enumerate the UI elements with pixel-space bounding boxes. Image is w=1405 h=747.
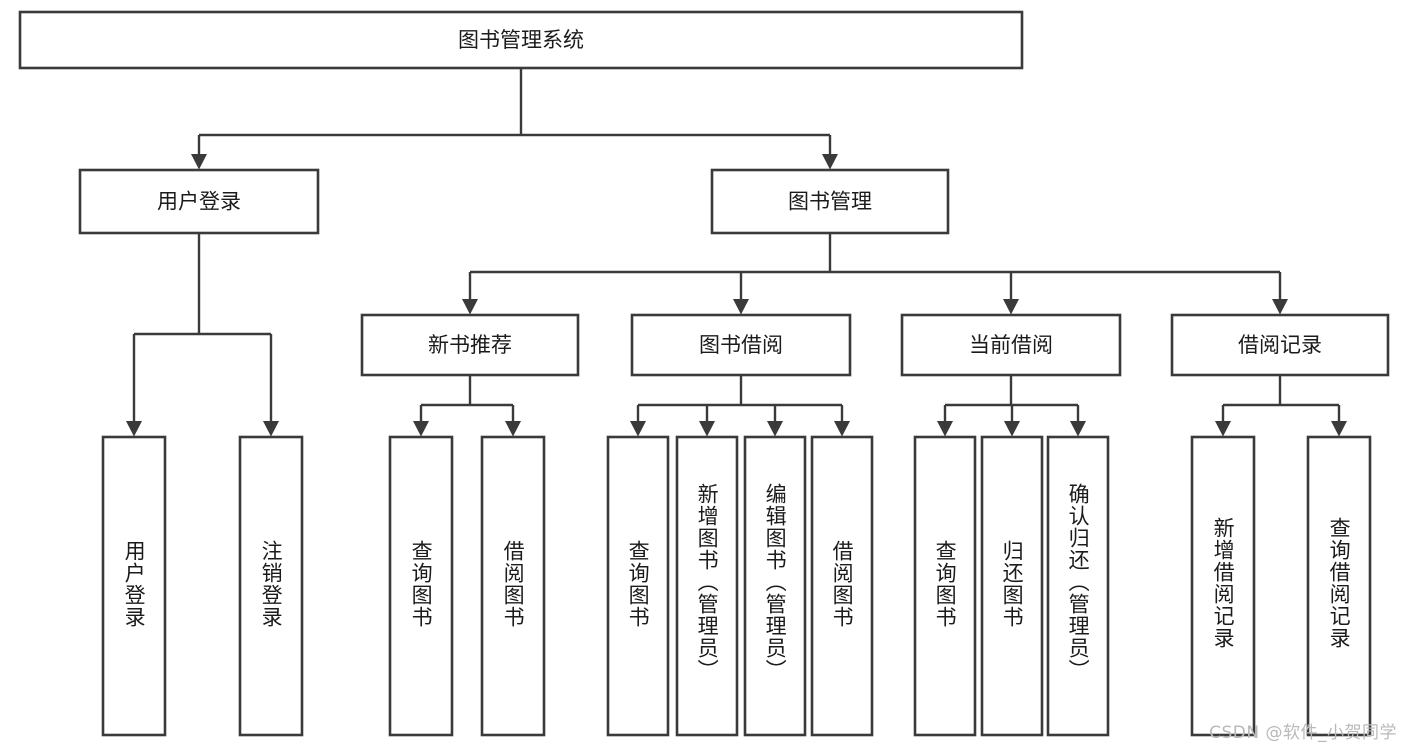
arrow-head-icon — [630, 421, 646, 437]
arrow-head-icon — [937, 421, 953, 437]
node-leaf-confirm-return[interactable] — [1046, 435, 1110, 737]
arrow-head-icon — [505, 421, 521, 437]
node-book-borrow[interactable] — [630, 313, 852, 377]
arrow-head-icon — [822, 154, 838, 170]
arrow-head-icon — [767, 421, 783, 437]
arrow-head-icon — [1070, 421, 1086, 437]
node-leaf-add-book[interactable] — [675, 435, 739, 737]
arrow-head-icon — [733, 299, 749, 315]
node-leaf-user-logout[interactable] — [238, 435, 304, 737]
arrow-head-icon — [1003, 299, 1019, 315]
node-leaf-edit-book[interactable] — [743, 435, 807, 737]
node-borrow-record-label: 借阅记录 — [1238, 333, 1322, 357]
node-leaf-query-book-2[interactable] — [606, 435, 670, 737]
arrow-head-icon — [191, 154, 207, 170]
arrow-head-icon — [1215, 421, 1231, 437]
arrow-head-icon — [699, 421, 715, 437]
node-leaf-user-login[interactable] — [101, 435, 167, 737]
arrow-head-icon — [1004, 421, 1020, 437]
node-current-borrow[interactable] — [900, 313, 1122, 377]
arrow-head-icon — [263, 421, 279, 437]
node-layer — [18, 10, 1390, 737]
arrow-head-icon — [1272, 299, 1288, 315]
node-new-book-recommend-label: 新书推荐 — [428, 333, 512, 357]
node-leaf-query-record[interactable] — [1306, 435, 1372, 737]
node-book-borrow-label: 图书借阅 — [699, 333, 783, 357]
arrow-head-icon — [413, 421, 429, 437]
node-borrow-record[interactable] — [1170, 313, 1390, 377]
node-leaf-borrow-book-1[interactable] — [480, 435, 546, 737]
arrow-head-icon — [126, 421, 142, 437]
arrow-head-icon — [462, 299, 478, 315]
node-book-manage[interactable] — [710, 168, 950, 235]
arrow-head-icon — [1331, 421, 1347, 437]
node-leaf-query-book-1[interactable] — [388, 435, 454, 737]
node-leaf-borrow-book-2[interactable] — [810, 435, 874, 737]
node-user-login[interactable] — [78, 168, 320, 235]
node-user-login-label: 用户登录 — [157, 190, 241, 214]
node-leaf-add-record[interactable] — [1190, 435, 1256, 737]
node-leaf-return-book[interactable] — [980, 435, 1044, 737]
node-book-manage-label: 图书管理 — [788, 190, 872, 214]
node-leaf-query-book-3[interactable] — [913, 435, 977, 737]
node-root[interactable] — [18, 10, 1024, 70]
node-current-borrow-label: 当前借阅 — [969, 333, 1053, 357]
node-new-book-recommend[interactable] — [360, 313, 580, 377]
arrow-head-icon — [834, 421, 850, 437]
connector-layer — [126, 68, 1347, 437]
node-root-label: 图书管理系统 — [458, 28, 584, 52]
